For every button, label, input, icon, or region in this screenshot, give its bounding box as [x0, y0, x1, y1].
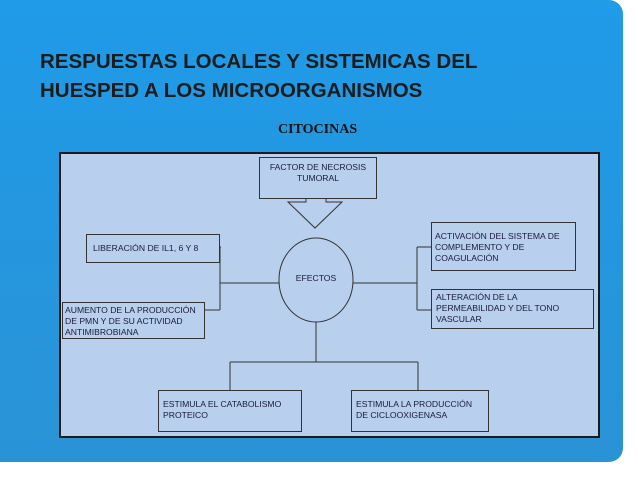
cyclooxygenase-box: ESTIMULA LA PRODUCCIÓN DE CICLOOXIGENASA — [351, 390, 489, 432]
catabolism-box: ESTIMULA EL CATABOLISMO PROTEICO — [158, 390, 302, 432]
connector-lines — [205, 185, 433, 390]
title-line-1: RESPUESTAS LOCALES Y SISTEMICAS DEL — [40, 50, 478, 73]
effects-label: EFECTOS — [295, 273, 337, 283]
pmn-production-box: AUMENTO DE LA PRODUCCIÓN DE PMN Y DE SU … — [62, 302, 205, 339]
title-line-2: HUESPED A LOS MICROORGANISMOS — [40, 79, 423, 102]
slide-title: RESPUESTAS LOCALES Y SISTEMICAS DEL HUES… — [40, 47, 540, 105]
diagram-subtitle: CITOCINAS — [278, 122, 358, 137]
complement-box: ACTIVACIÓN DEL SISTEMA DE COMPLEMENTO Y … — [431, 222, 576, 271]
il-release-box: LIBERACIÓN DE IL1, 6 Y 8 — [86, 234, 220, 263]
slide-background: RESPUESTAS LOCALES Y SISTEMICAS DEL HUES… — [0, 0, 623, 462]
vascular-box: ALTERACIÓN DE LA PERMEABILIDAD Y DEL TON… — [431, 289, 594, 329]
tnf-box: FACTOR DE NECROSIS TUMORAL — [259, 157, 377, 199]
